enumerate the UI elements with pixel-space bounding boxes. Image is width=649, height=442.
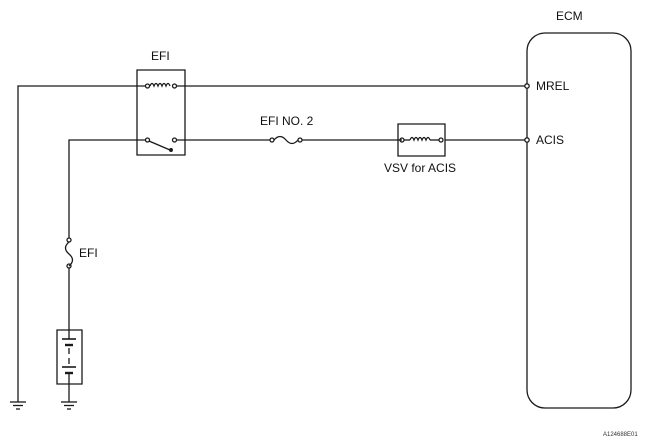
- ecm-box: [527, 33, 631, 408]
- efi-no2-label: EFI NO. 2: [260, 114, 314, 128]
- vsv-coil: [410, 138, 430, 141]
- battery-feed-wire: [69, 140, 137, 238]
- ecm-label: ECM: [556, 9, 583, 23]
- acis-label: ACIS: [536, 133, 565, 147]
- efi-fuse: [66, 242, 73, 266]
- ground-symbol-battery: [61, 402, 77, 409]
- acis-terminal: [525, 138, 529, 142]
- ground-symbol-left: [10, 402, 26, 409]
- efi-fuse-label: EFI: [79, 246, 98, 260]
- relay-coil-winding: [150, 84, 170, 87]
- figure-id: A124688E01: [603, 432, 638, 438]
- vsv-label: VSV for ACIS: [384, 161, 457, 175]
- efi-relay-label: EFI: [151, 49, 170, 63]
- mrel-label: MREL: [536, 79, 570, 93]
- ground-wire-left: [18, 86, 137, 402]
- efi-relay-box: [137, 70, 185, 155]
- relay-switch-blade: [149, 141, 170, 150]
- mrel-terminal: [525, 84, 529, 88]
- efi-no2-fuse: [274, 137, 298, 144]
